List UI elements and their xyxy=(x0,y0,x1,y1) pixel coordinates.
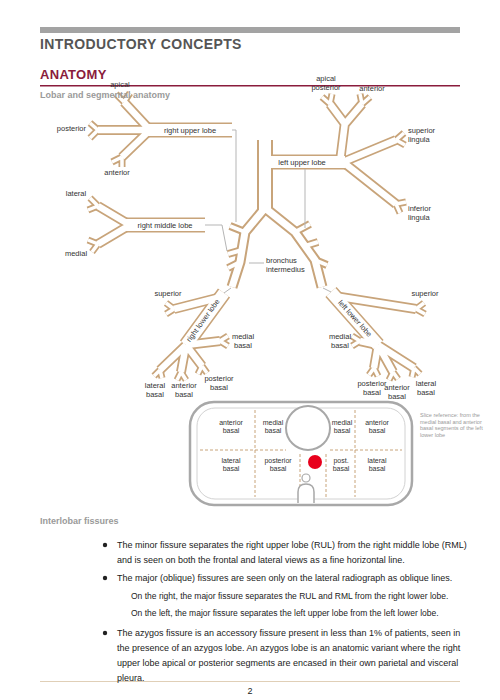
bullet-dot xyxy=(103,576,107,580)
segment-label: anterior xyxy=(97,169,137,178)
airway-label: bronchus intermedius xyxy=(266,257,312,274)
segment-label: lateral basal xyxy=(138,382,172,399)
trachea-outline xyxy=(257,140,273,212)
cross-section xyxy=(190,402,412,505)
segment-label: superior xyxy=(405,290,445,299)
bronchus-outline xyxy=(232,208,322,287)
slice-segment-label: lateral basal xyxy=(360,457,394,473)
page-heading: INTRODUCTORY CONCEPTS xyxy=(40,36,440,52)
segment-label: superior xyxy=(148,290,188,299)
subsection-heading: Interlobar fissures xyxy=(40,516,340,526)
slice-segment-label: medial basal xyxy=(257,419,289,435)
sub-bullet-text: On the right, the major fissure separate… xyxy=(131,589,471,604)
segment-label: medial basal xyxy=(226,333,260,350)
segment-outline xyxy=(98,102,416,372)
segment-label: lateral basal xyxy=(409,380,443,397)
slice-segment-label: anterior basal xyxy=(213,419,249,435)
lobe-label: left upper lobe xyxy=(262,158,342,167)
section-rule xyxy=(40,85,460,87)
segment-label: posterior basal xyxy=(200,375,238,392)
slice-segment-label: medial basal xyxy=(326,419,358,435)
slice-segment-label: anterior basal xyxy=(359,419,395,435)
lobe-label: right middle lobe xyxy=(125,221,205,230)
segment-label: medial basal xyxy=(323,333,357,350)
leader-lines xyxy=(205,130,331,293)
bronchial-tree xyxy=(88,93,425,380)
lobe-tube-outline xyxy=(125,130,378,345)
slice-segment-label: posterior basal xyxy=(260,457,296,473)
slice-segment-label: post. basal xyxy=(328,457,354,473)
heart-outline xyxy=(286,406,330,450)
lobe-tube-lumen xyxy=(125,130,378,345)
lobe-label: right upper lobe xyxy=(150,126,230,135)
segment-label: medial xyxy=(56,250,96,259)
highlight-dot xyxy=(308,455,322,469)
segment-label: posterior xyxy=(41,125,86,134)
thorax-outline xyxy=(190,402,412,505)
segment-lumen xyxy=(98,102,416,372)
slice-segment-label: lateral basal xyxy=(214,457,248,473)
spine-outline xyxy=(298,484,314,503)
segment-label: anterior basal xyxy=(378,384,416,401)
segment-label: lateral xyxy=(56,190,96,199)
sub-bullet-text: On the left, the major fissure separates… xyxy=(131,606,471,621)
segment-label: anterior basal xyxy=(165,382,203,399)
slice-note: Slice reference: from the medial basal a… xyxy=(420,412,490,438)
bullet-text: The azygos fissure is an accessory fissu… xyxy=(117,626,472,686)
trachea-lumen xyxy=(259,140,271,212)
bullet-dot xyxy=(103,631,107,635)
bronchus-lumen xyxy=(232,208,322,287)
segment-label: inferior lingula xyxy=(408,205,452,222)
segment-label: apical xyxy=(100,81,140,90)
bullet-text: The major (oblique) fissures are seen on… xyxy=(117,571,472,586)
subsection-heading: Lobar and segmental anatomy xyxy=(40,90,340,100)
segment-label: anterior xyxy=(352,85,392,94)
page-number: 2 xyxy=(235,686,265,696)
segment-label: apical posterior xyxy=(306,75,346,92)
section-heading: ANATOMY xyxy=(40,68,340,83)
segment-label: superior lingula xyxy=(408,127,452,144)
fork-outline xyxy=(88,93,425,380)
fork-lumen xyxy=(88,93,425,380)
header-bar xyxy=(40,27,460,33)
spinal-canal xyxy=(302,474,310,482)
bullet-dot xyxy=(103,543,107,547)
bullet-text: The minor fissure separates the right up… xyxy=(117,538,472,568)
footer-rule xyxy=(40,681,460,683)
